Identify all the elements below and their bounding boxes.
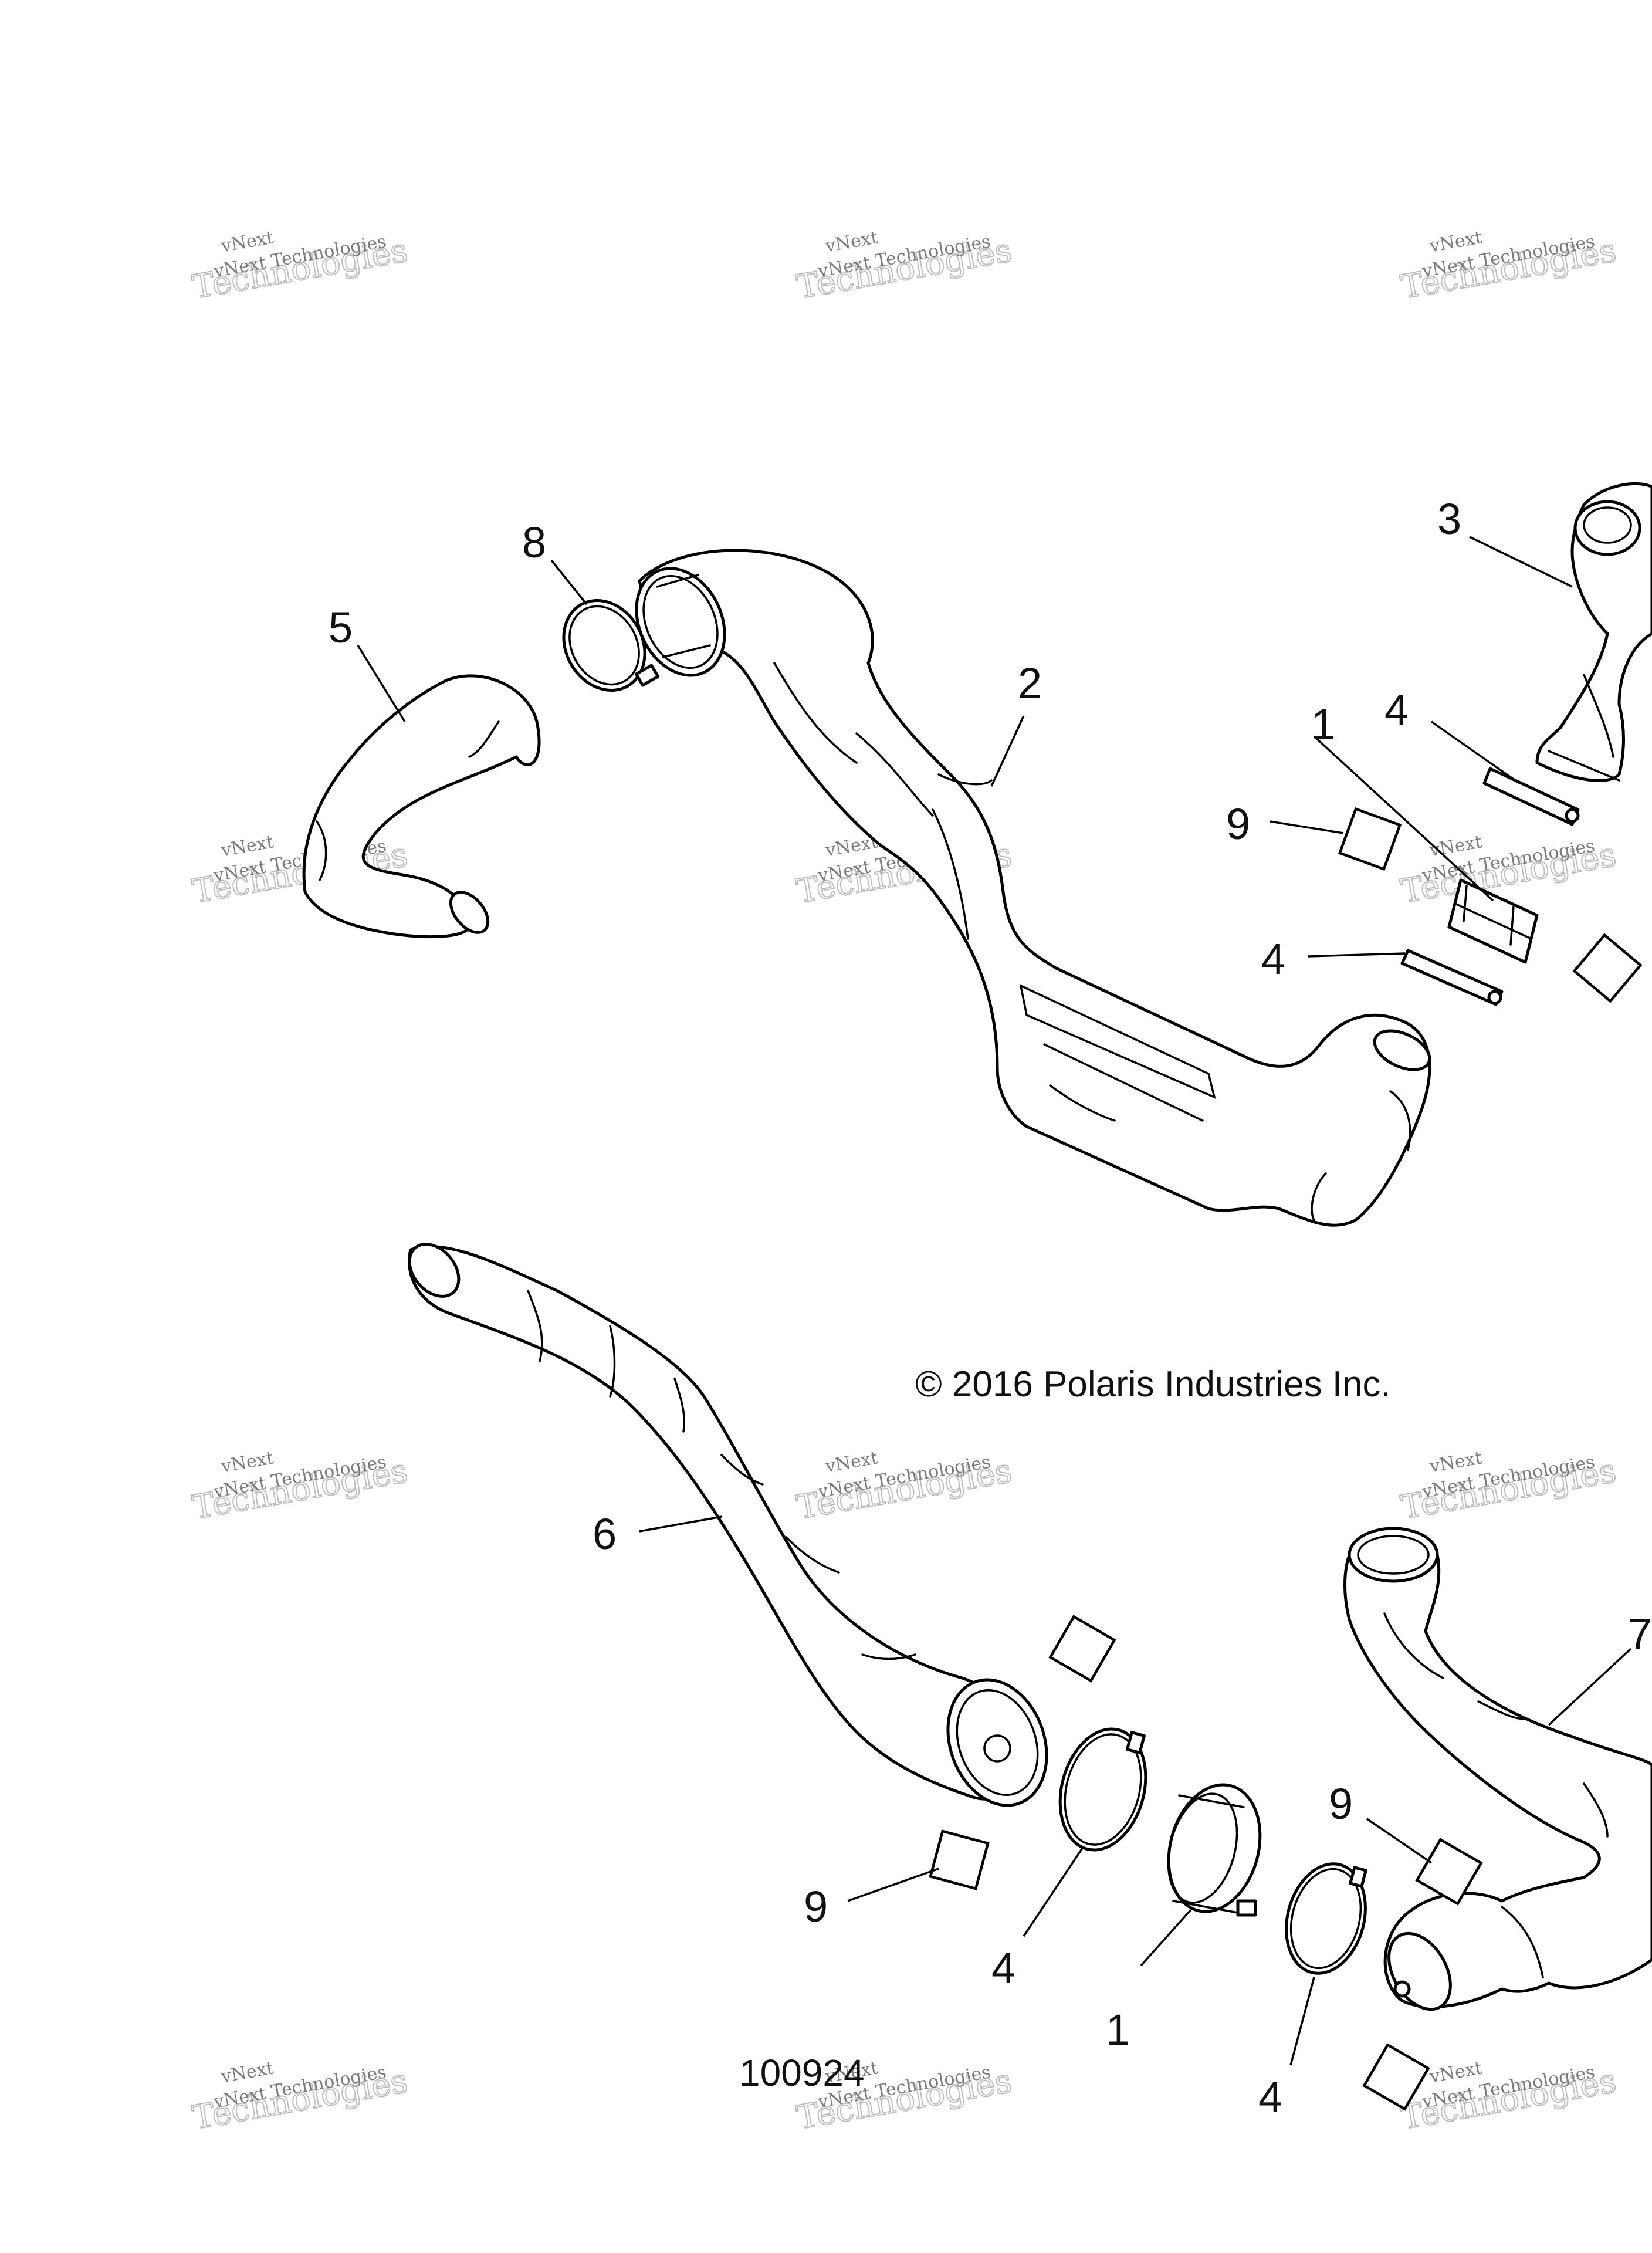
part-5-hose	[302, 674, 541, 939]
callout-1-lower: 1	[1106, 2005, 1130, 2054]
watermark: Technologies vNext vNext Technologies	[189, 227, 411, 307]
copyright-notice: © 2016 Polaris Industries Inc.	[915, 1364, 1391, 1405]
part-4-ring-lower-a	[1058, 1727, 1147, 1852]
part-7-ypipe	[1343, 1527, 1652, 2011]
part-4-clamp-upper-a	[1482, 767, 1580, 826]
watermark: Technologies vNext vNext Technologies	[189, 1447, 411, 1527]
callout-5: 5	[329, 603, 353, 652]
figure-id: 100924	[739, 2052, 865, 2094]
part-6-pipe	[408, 1243, 1048, 1807]
callout-3: 3	[1437, 495, 1461, 543]
watermark: Technologies vNext vNext Technologies	[1397, 1447, 1619, 1527]
watermark: Technologies vNext vNext Technologies	[1397, 2058, 1619, 2137]
watermarks: Technologies vNext vNext Technologies Te…	[189, 227, 1619, 2137]
callout-8: 8	[522, 518, 546, 567]
callout-9-lower-left: 9	[804, 1882, 828, 1931]
part-9-patch-upper-a	[1338, 807, 1402, 871]
part-1-coupler-upper	[1447, 878, 1539, 964]
part-3-branch	[1535, 482, 1652, 782]
callout-2: 2	[1018, 659, 1042, 708]
part-1-coupler-lower	[1167, 1783, 1262, 1917]
watermark: Technologies vNext vNext Technologies	[793, 1447, 1015, 1527]
part-2-pipe	[635, 549, 1431, 1227]
callout-9-upper: 9	[1226, 800, 1250, 848]
callout-4-lower-b: 4	[1258, 2073, 1282, 2122]
callouts: 5 8 2 3 1 4 9 4 6 7 9 9 4 1 4	[329, 495, 1652, 2122]
callout-4-lower-a: 4	[991, 1944, 1015, 1992]
part-9-patch-lower-b	[929, 1829, 990, 1890]
part-4-ring-lower-b	[1285, 1862, 1367, 1975]
part-9-patch-lower-a	[1048, 1615, 1116, 1683]
callout-7: 7	[1628, 1609, 1652, 1658]
callout-6: 6	[593, 1510, 617, 1558]
callout-1-upper: 1	[1311, 700, 1335, 749]
callout-4-upper-b: 4	[1261, 935, 1285, 983]
part-8-clamp	[562, 598, 659, 692]
watermark: Technologies vNext vNext Technologies	[189, 2058, 411, 2137]
callout-9-lower-right: 9	[1329, 1780, 1353, 1828]
watermark: Technologies vNext vNext Technologies	[793, 227, 1015, 307]
watermark: Technologies vNext vNext Technologies	[1397, 227, 1619, 307]
callout-4-upper-a: 4	[1384, 685, 1409, 734]
part-9-patch-upper-b	[1572, 933, 1643, 1003]
watermark: Technologies vNext vNext Technologies	[1397, 831, 1619, 911]
part-4-clamp-upper-b	[1400, 949, 1504, 1006]
leader-lines	[357, 536, 1632, 2066]
part-9-patch-lower-d	[1362, 2043, 1430, 2111]
